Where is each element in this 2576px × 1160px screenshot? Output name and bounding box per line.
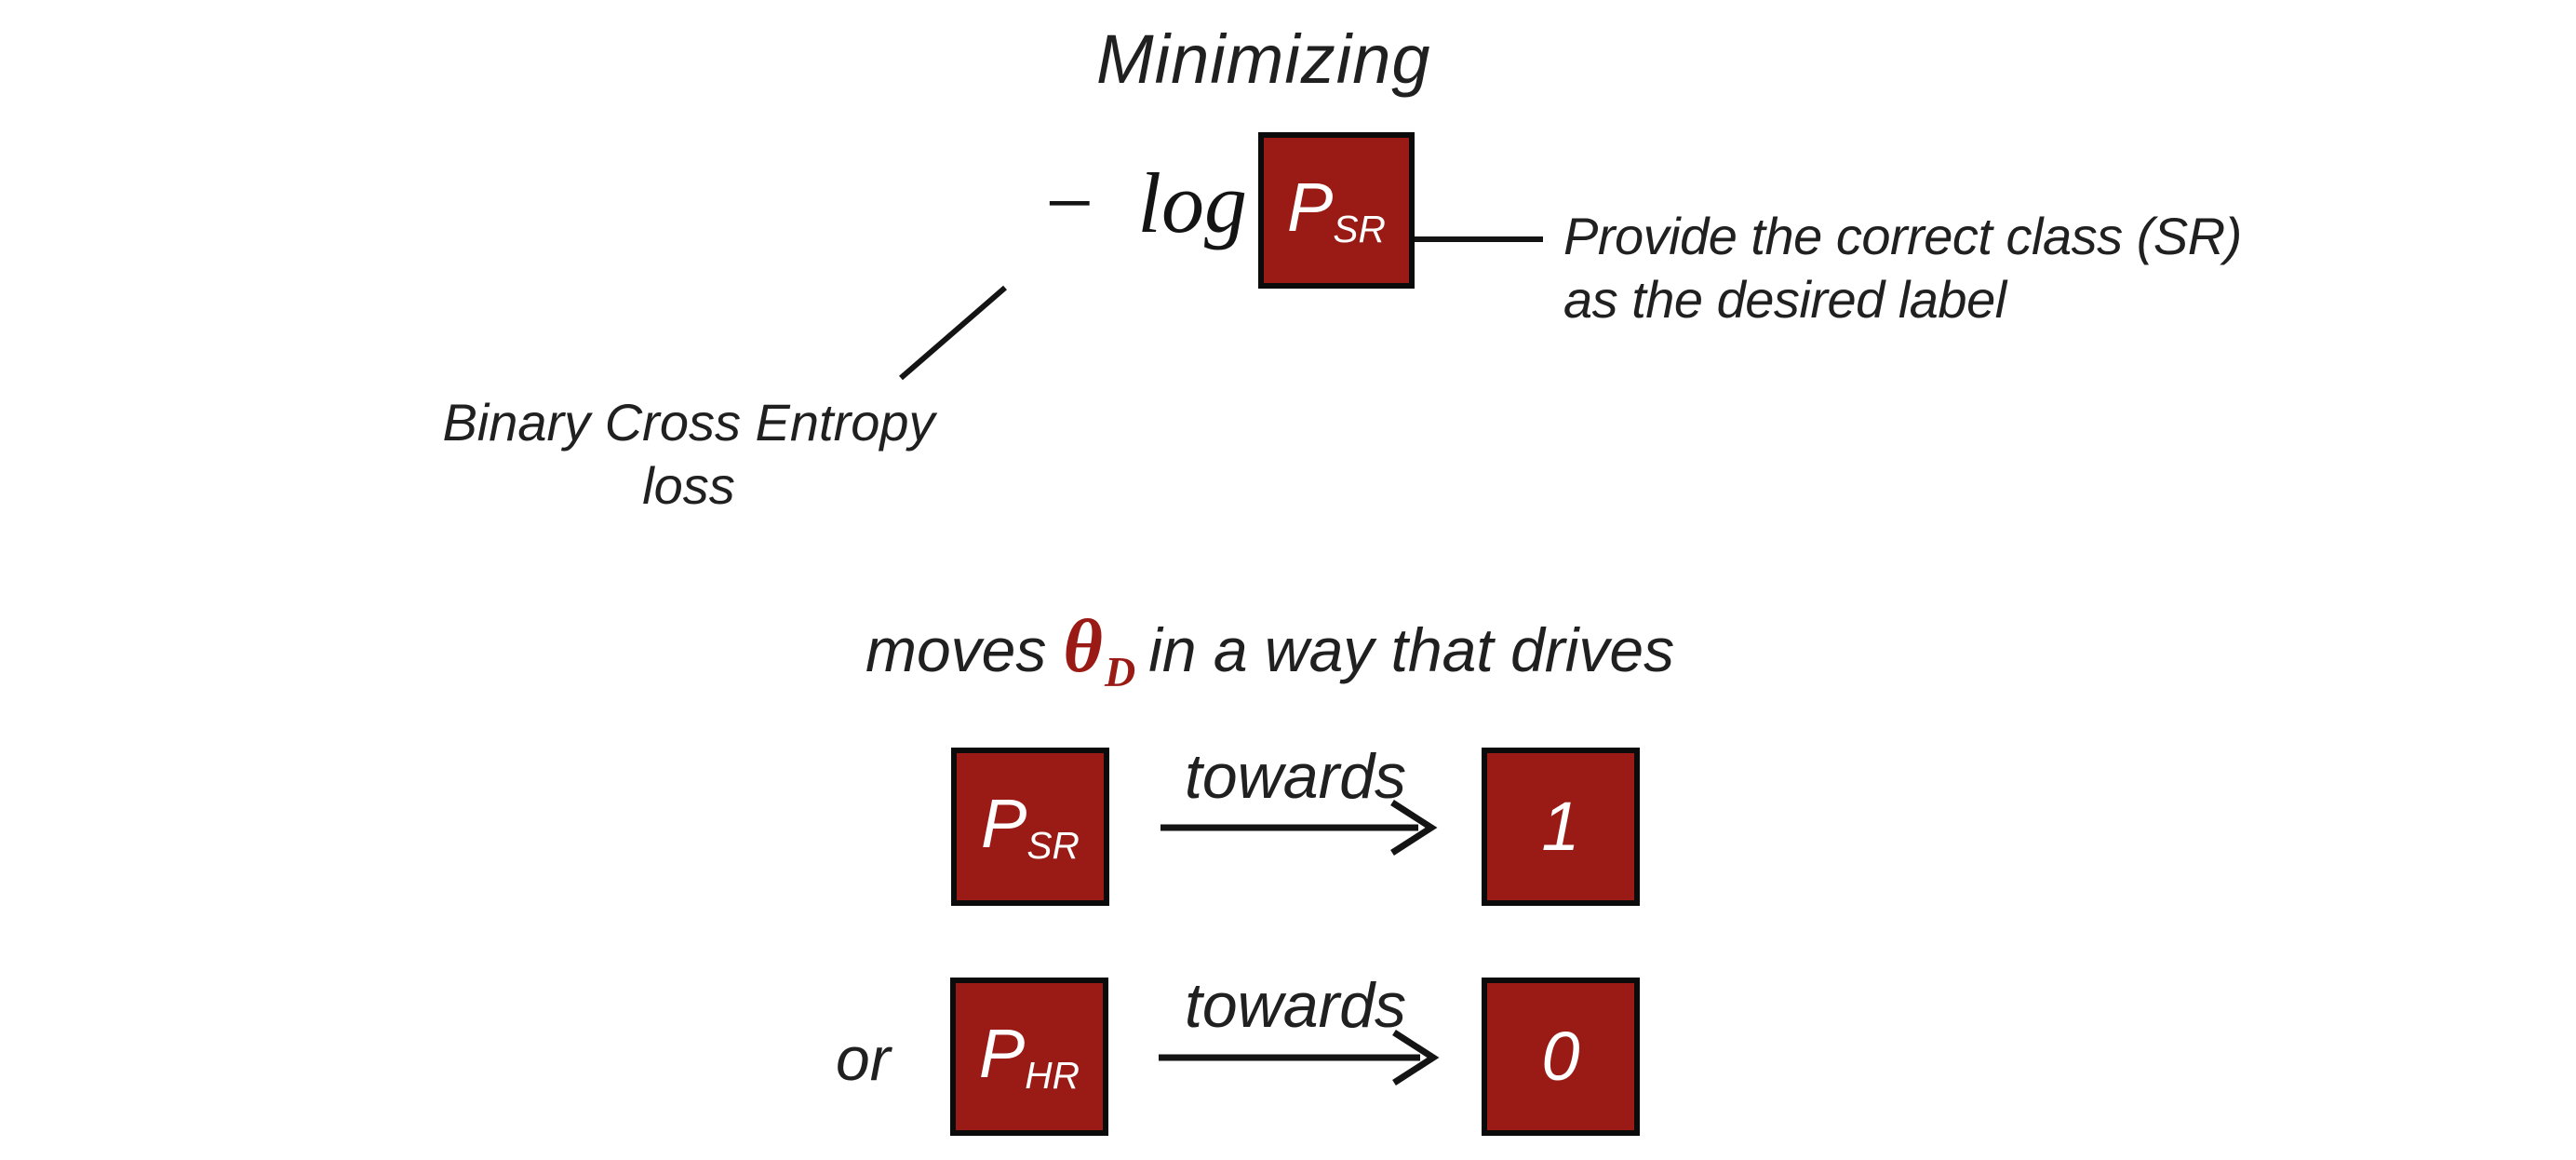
drive-prefix: moves xyxy=(865,615,1047,684)
bce-line-1: Binary Cross Entropy xyxy=(442,393,935,452)
probability-base: P xyxy=(981,784,1027,862)
towards-label-1: towards xyxy=(1184,741,1407,812)
probability-base: P xyxy=(1287,168,1334,246)
probability-label: PHR xyxy=(979,1018,1080,1097)
target-value: 0 xyxy=(1541,1018,1580,1095)
drive-suffix: in a way that drives xyxy=(1148,615,1675,684)
probability-base: P xyxy=(978,1014,1026,1092)
probability-subscript: HR xyxy=(1025,1053,1080,1097)
title-minimizing: Minimizing xyxy=(1096,20,1431,98)
theta-subscript: D xyxy=(1104,648,1136,695)
annotation-line-1: Provide the correct class (SR) xyxy=(1563,207,2242,265)
target-box-one: 1 xyxy=(1482,748,1640,906)
probability-label: PSR xyxy=(1287,172,1386,250)
probability-subscript: SR xyxy=(1026,823,1080,867)
or-label: or xyxy=(836,1024,891,1093)
target-box-zero: 0 xyxy=(1482,978,1640,1136)
probability-box-phr: PHR xyxy=(950,978,1108,1136)
towards-label-0: towards xyxy=(1184,970,1407,1041)
bce-loss-label: Binary Cross Entropy loss xyxy=(400,391,977,518)
theta-symbol: θ xyxy=(1063,603,1103,688)
probability-box-psr-formula: PSR xyxy=(1258,132,1415,289)
formula-minus-log: − log xyxy=(1040,155,1247,250)
bce-callout-line xyxy=(899,285,1007,381)
probability-box-psr: PSR xyxy=(951,748,1109,906)
annotation-desired-label: Provide the correct class (SR) as the de… xyxy=(1563,205,2242,331)
annotation-line-2: as the desired label xyxy=(1563,270,2006,329)
bce-line-2: loss xyxy=(642,456,735,515)
probability-label: PSR xyxy=(981,789,1080,865)
probability-subscript: SR xyxy=(1333,207,1386,250)
target-value: 1 xyxy=(1541,788,1580,865)
